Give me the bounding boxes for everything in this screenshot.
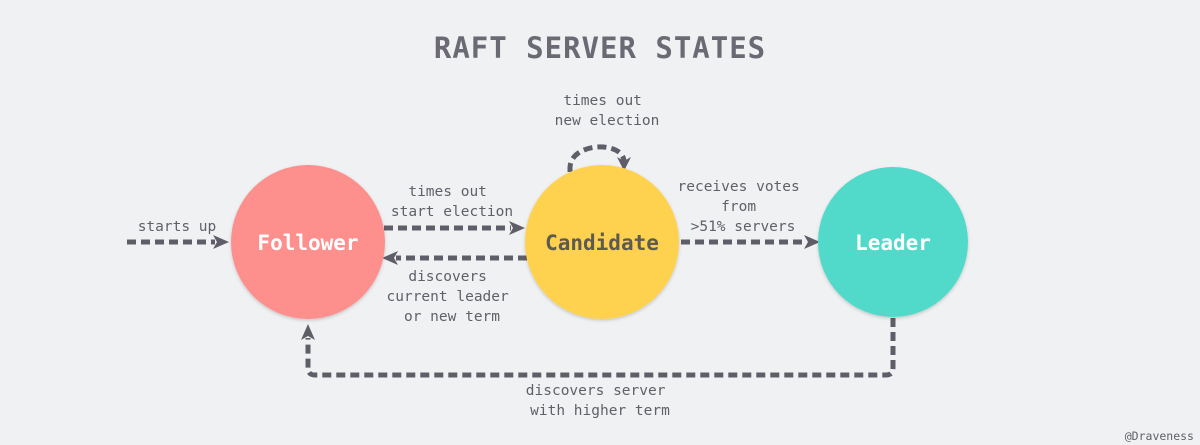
arrow-head-icon (617, 157, 631, 171)
node-candidate: Candidate (525, 165, 679, 319)
node-follower: Follower (231, 165, 385, 319)
label-line: or new term (404, 309, 500, 325)
edge-line (567, 144, 627, 172)
edge-label-follower-to-candidate: times out start election (391, 184, 513, 220)
edge-candidate-to-leader (681, 235, 820, 249)
label-line: discovers server (526, 383, 666, 399)
node-label-follower: Follower (257, 231, 358, 255)
arrow-head-icon (382, 251, 398, 265)
label-line: >51% servers (691, 219, 796, 235)
label-line: times out (408, 184, 487, 200)
edge-line (305, 318, 896, 378)
label-line: with higher term (530, 403, 670, 419)
node-label-leader: Leader (855, 231, 931, 255)
edge-label-leader-to-follower: discovers server with higher term (526, 383, 674, 419)
label-line: new election (555, 113, 660, 129)
edge-label-starts-up: starts up (138, 219, 217, 235)
edge-label-candidate-to-leader: receives votes from >51% servers (678, 179, 809, 235)
label-line: from (721, 199, 756, 215)
label-line: times out (563, 93, 642, 109)
arrow-head-icon (509, 221, 525, 235)
label-line: discovers (408, 269, 487, 285)
edge-follower-to-candidate (384, 221, 525, 235)
edge-starts-up (127, 235, 229, 249)
leader-circle (818, 167, 968, 317)
node-label-candidate: Candidate (545, 231, 659, 255)
label-line: start election (391, 204, 513, 220)
label-line: receives votes (678, 179, 800, 195)
follower-circle (231, 165, 385, 319)
arrow-head-icon (301, 324, 315, 340)
node-leader: Leader (818, 167, 968, 317)
diagram-title: RAFT SERVER STATES (434, 31, 766, 65)
edge-candidate-to-follower (382, 251, 527, 265)
author-credit: @Draveness (1125, 429, 1194, 443)
arrow-head-icon (213, 235, 229, 249)
arrow-head-icon (804, 235, 820, 249)
edge-candidate-self-loop (567, 144, 631, 172)
edge-label-candidate-self: times out new election (555, 93, 660, 129)
edge-leader-to-follower (301, 318, 896, 378)
edge-label-candidate-to-follower: discovers current leader or new term (387, 269, 518, 325)
label-line: starts up (138, 219, 217, 235)
label-line: current leader (387, 289, 509, 305)
candidate-circle (525, 165, 679, 319)
